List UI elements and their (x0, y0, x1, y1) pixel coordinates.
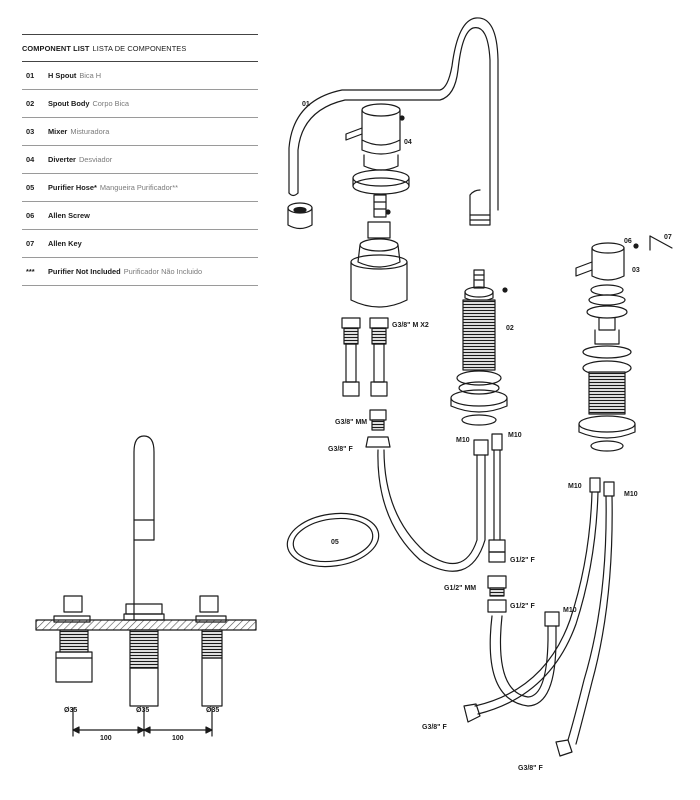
item-name-en: Mixer (48, 127, 68, 136)
g38-adapters (365, 409, 391, 448)
callout-07: 07 (664, 234, 672, 241)
list-item: 01 H Spout Bica H (22, 62, 258, 90)
label-g12-f-a: G1/2" F (510, 557, 535, 564)
item-number: 04 (26, 155, 35, 164)
item-name-en: H Spout (48, 71, 77, 80)
label-m10-a: M10 (456, 437, 470, 444)
mixer-hoses (463, 477, 615, 757)
dimension-diameter-right: Ø35 (206, 707, 219, 714)
purifier-hose (286, 512, 380, 568)
item-number: 03 (26, 127, 35, 136)
label-m10-c: M10 (563, 607, 577, 614)
item-name-pt: Bica H (79, 71, 102, 80)
installed-view (35, 435, 257, 737)
item-name-pt: Desviador (78, 155, 113, 164)
table-top-rule (22, 34, 258, 35)
h-spout (287, 17, 499, 230)
list-item: 06 Allen Screw (22, 202, 258, 230)
diverter (345, 103, 410, 218)
spout-supply-hose (377, 439, 489, 572)
item-number: 01 (26, 71, 35, 80)
spout-mixer-body (350, 221, 408, 308)
label-m10-d: M10 (568, 483, 582, 490)
list-item: *** Purifier Not Included Purificador Nã… (22, 258, 258, 286)
item-name-pt: Misturadora (70, 127, 110, 136)
item-number: 06 (26, 211, 35, 220)
list-item: 07 Allen Key (22, 230, 258, 258)
item-number: *** (26, 267, 35, 276)
callout-01: 01 (302, 101, 310, 108)
dimension-diameter-center: Ø35 (136, 707, 149, 714)
header-en: COMPONENT LIST (22, 43, 90, 53)
label-g38-f-b2: G3/8" F (518, 765, 543, 772)
callout-06: 06 (624, 238, 632, 245)
item-name-en: Allen Screw (48, 211, 90, 220)
component-list-header: COMPONENT LIST LISTA DE COMPONENTES (22, 35, 258, 62)
dimension-diameter-left: Ø35 (64, 707, 77, 714)
label-g38-m-x2: G3/8" M X2 (392, 322, 429, 329)
item-name-en: Purifier Not Included (48, 267, 121, 276)
label-g12-f-b: G1/2" F (510, 603, 535, 610)
callout-02: 02 (506, 325, 514, 332)
item-name-pt: Mangueira Purificador** (99, 183, 178, 192)
mixer (575, 235, 673, 452)
label-g12-mm: G1/2" MM (444, 585, 476, 592)
component-list: COMPONENT LIST LISTA DE COMPONENTES 01 H… (22, 34, 258, 286)
item-name-en: Diverter (48, 155, 76, 164)
spout-body-hoses (487, 433, 507, 613)
item-name-en: Purifier Hose* (48, 183, 97, 192)
list-item: 02 Spout Body Corpo Bica (22, 90, 258, 118)
item-number: 05 (26, 183, 35, 192)
list-item: 04 Diverter Desviador (22, 146, 258, 174)
header-pt: LISTA DE COMPONENTES (92, 43, 187, 53)
callout-04: 04 (404, 139, 412, 146)
label-g38-f-top: G3/8" F (328, 446, 353, 453)
item-name-pt: Corpo Bica (92, 99, 130, 108)
callout-05: 05 (331, 539, 339, 546)
list-item: 03 Mixer Misturadora (22, 118, 258, 146)
item-number: 02 (26, 99, 35, 108)
item-name-pt: Purificador Não Incluido (123, 267, 203, 276)
label-g38-mm: G3/8" MM (335, 419, 367, 426)
label-m10-e: M10 (624, 491, 638, 498)
dimension-spacing-right: 100 (172, 735, 184, 742)
spout-body (450, 269, 508, 426)
lower-u-hose (489, 611, 560, 707)
item-name-en: Allen Key (48, 239, 82, 248)
label-g38-f-b1: G3/8" F (422, 724, 447, 731)
list-item: 05 Purifier Hose* Mangueira Purificador*… (22, 174, 258, 202)
item-number: 07 (26, 239, 35, 248)
label-m10-b: M10 (508, 432, 522, 439)
callout-03: 03 (632, 267, 640, 274)
g38-m-pipes (341, 317, 389, 397)
dimension-spacing-left: 100 (100, 735, 112, 742)
item-name-en: Spout Body (48, 99, 90, 108)
